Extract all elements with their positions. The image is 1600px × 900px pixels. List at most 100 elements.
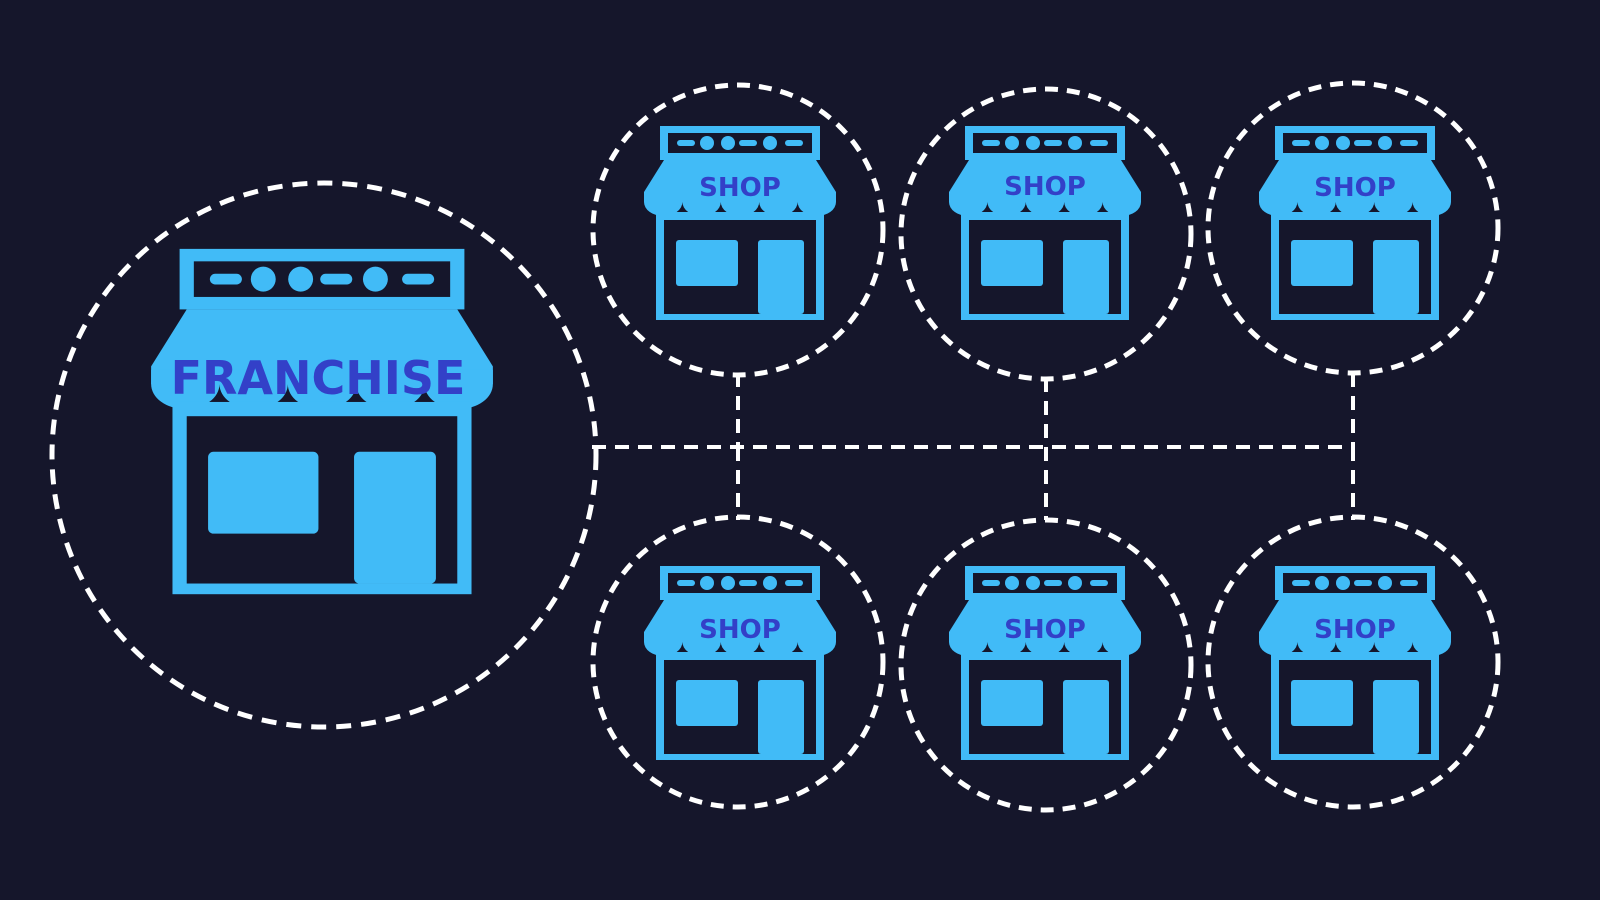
shop-dashed-circle	[590, 514, 886, 810]
shop-door	[1373, 680, 1419, 754]
sign-dash	[677, 580, 695, 586]
shop-window	[208, 451, 319, 534]
sign-dash	[1292, 580, 1310, 586]
sign-dot	[288, 266, 314, 292]
sign-dot	[1378, 136, 1392, 150]
storefront-icon	[1259, 566, 1451, 760]
awning	[644, 600, 836, 642]
awning-scallops	[1259, 634, 1451, 656]
hub-label: FRANCHISE	[171, 351, 466, 405]
shop-window	[1291, 240, 1353, 286]
sign-dot	[1315, 136, 1329, 150]
awning	[1259, 600, 1451, 642]
sign-dash	[1292, 140, 1310, 146]
awning-scallops	[151, 369, 493, 410]
storefront-icon	[949, 566, 1141, 760]
sign-dash	[785, 580, 803, 586]
sign-dot	[1315, 576, 1329, 590]
awning	[151, 309, 493, 385]
shop-window	[981, 240, 1043, 286]
sign-dot	[1005, 576, 1019, 590]
sign-dash	[739, 580, 757, 586]
connectors	[592, 373, 1355, 520]
sign-dash	[677, 140, 695, 146]
awning-scallops	[1259, 194, 1451, 216]
sign-dot	[1026, 576, 1040, 590]
awning-scallops	[949, 634, 1141, 656]
sign-dot	[763, 136, 777, 150]
shop-door	[1373, 240, 1419, 314]
awning	[949, 160, 1141, 202]
sign-dash	[739, 140, 757, 146]
shop-label: SHOP	[1004, 615, 1086, 645]
storefront-icon	[949, 126, 1141, 320]
awning-scallops	[949, 194, 1141, 216]
shop-node: SHOP	[898, 86, 1194, 382]
hub-node: FRANCHISE	[49, 180, 599, 730]
sign-dash	[1400, 140, 1418, 146]
shop-node: SHOP	[898, 517, 1194, 813]
awning	[644, 160, 836, 202]
sign-dot	[1068, 136, 1082, 150]
awning-scallops	[644, 634, 836, 656]
sign-dot	[1005, 136, 1019, 150]
sign-dot	[1336, 576, 1350, 590]
shop-door	[1063, 240, 1109, 314]
shop-label: SHOP	[1314, 615, 1396, 645]
sign-dot	[721, 136, 735, 150]
sign-dash	[1090, 580, 1108, 586]
sign-dash	[320, 273, 353, 285]
awning	[1259, 160, 1451, 202]
shop-label: SHOP	[1004, 172, 1086, 202]
shop-window	[981, 680, 1043, 726]
sign-dash	[1044, 140, 1062, 146]
sign-dash	[1044, 580, 1062, 586]
shop-door	[758, 240, 804, 314]
storefront-icon	[151, 248, 493, 595]
shop-window	[676, 240, 738, 286]
shop-node: SHOP	[1205, 80, 1501, 376]
shop-window	[676, 680, 738, 726]
shop-door	[758, 680, 804, 754]
sign-dot	[1378, 576, 1392, 590]
shop-dashed-circle	[590, 82, 886, 378]
shop-door	[1063, 680, 1109, 754]
sign-dash	[209, 273, 242, 285]
sign-dot	[721, 576, 735, 590]
shop-dashed-circle	[898, 517, 1194, 813]
sign-dot	[1336, 136, 1350, 150]
hub-dashed-circle	[49, 180, 599, 730]
shop-window	[1291, 680, 1353, 726]
sign-dot	[763, 576, 777, 590]
sign-dash	[1090, 140, 1108, 146]
shop-node: SHOP	[590, 82, 886, 378]
sign-dot	[362, 266, 388, 292]
sign-dot	[250, 266, 276, 292]
sign-dash	[982, 580, 1000, 586]
sign-dash	[402, 273, 435, 285]
shop-node: SHOP	[1205, 514, 1501, 810]
sign-dash	[982, 140, 1000, 146]
shop-door	[354, 451, 436, 584]
shop-label: SHOP	[699, 615, 781, 645]
sign-dot	[1068, 576, 1082, 590]
shop-dashed-circle	[898, 86, 1194, 382]
storefront-icon	[1259, 126, 1451, 320]
shop-dashed-circle	[1205, 80, 1501, 376]
sign-dash	[1354, 580, 1372, 586]
shop-dashed-circle	[1205, 514, 1501, 810]
shop-node: SHOP	[590, 514, 886, 810]
storefront-icon	[644, 566, 836, 760]
storefront-icon	[644, 126, 836, 320]
sign-dash	[1354, 140, 1372, 146]
sign-dash	[1400, 580, 1418, 586]
shop-label: SHOP	[1314, 173, 1396, 203]
shop-label: SHOP	[699, 173, 781, 203]
sign-dot	[700, 576, 714, 590]
awning	[949, 600, 1141, 642]
awning-scallops	[644, 194, 836, 216]
sign-dot	[700, 136, 714, 150]
sign-dot	[1026, 136, 1040, 150]
sign-dash	[785, 140, 803, 146]
